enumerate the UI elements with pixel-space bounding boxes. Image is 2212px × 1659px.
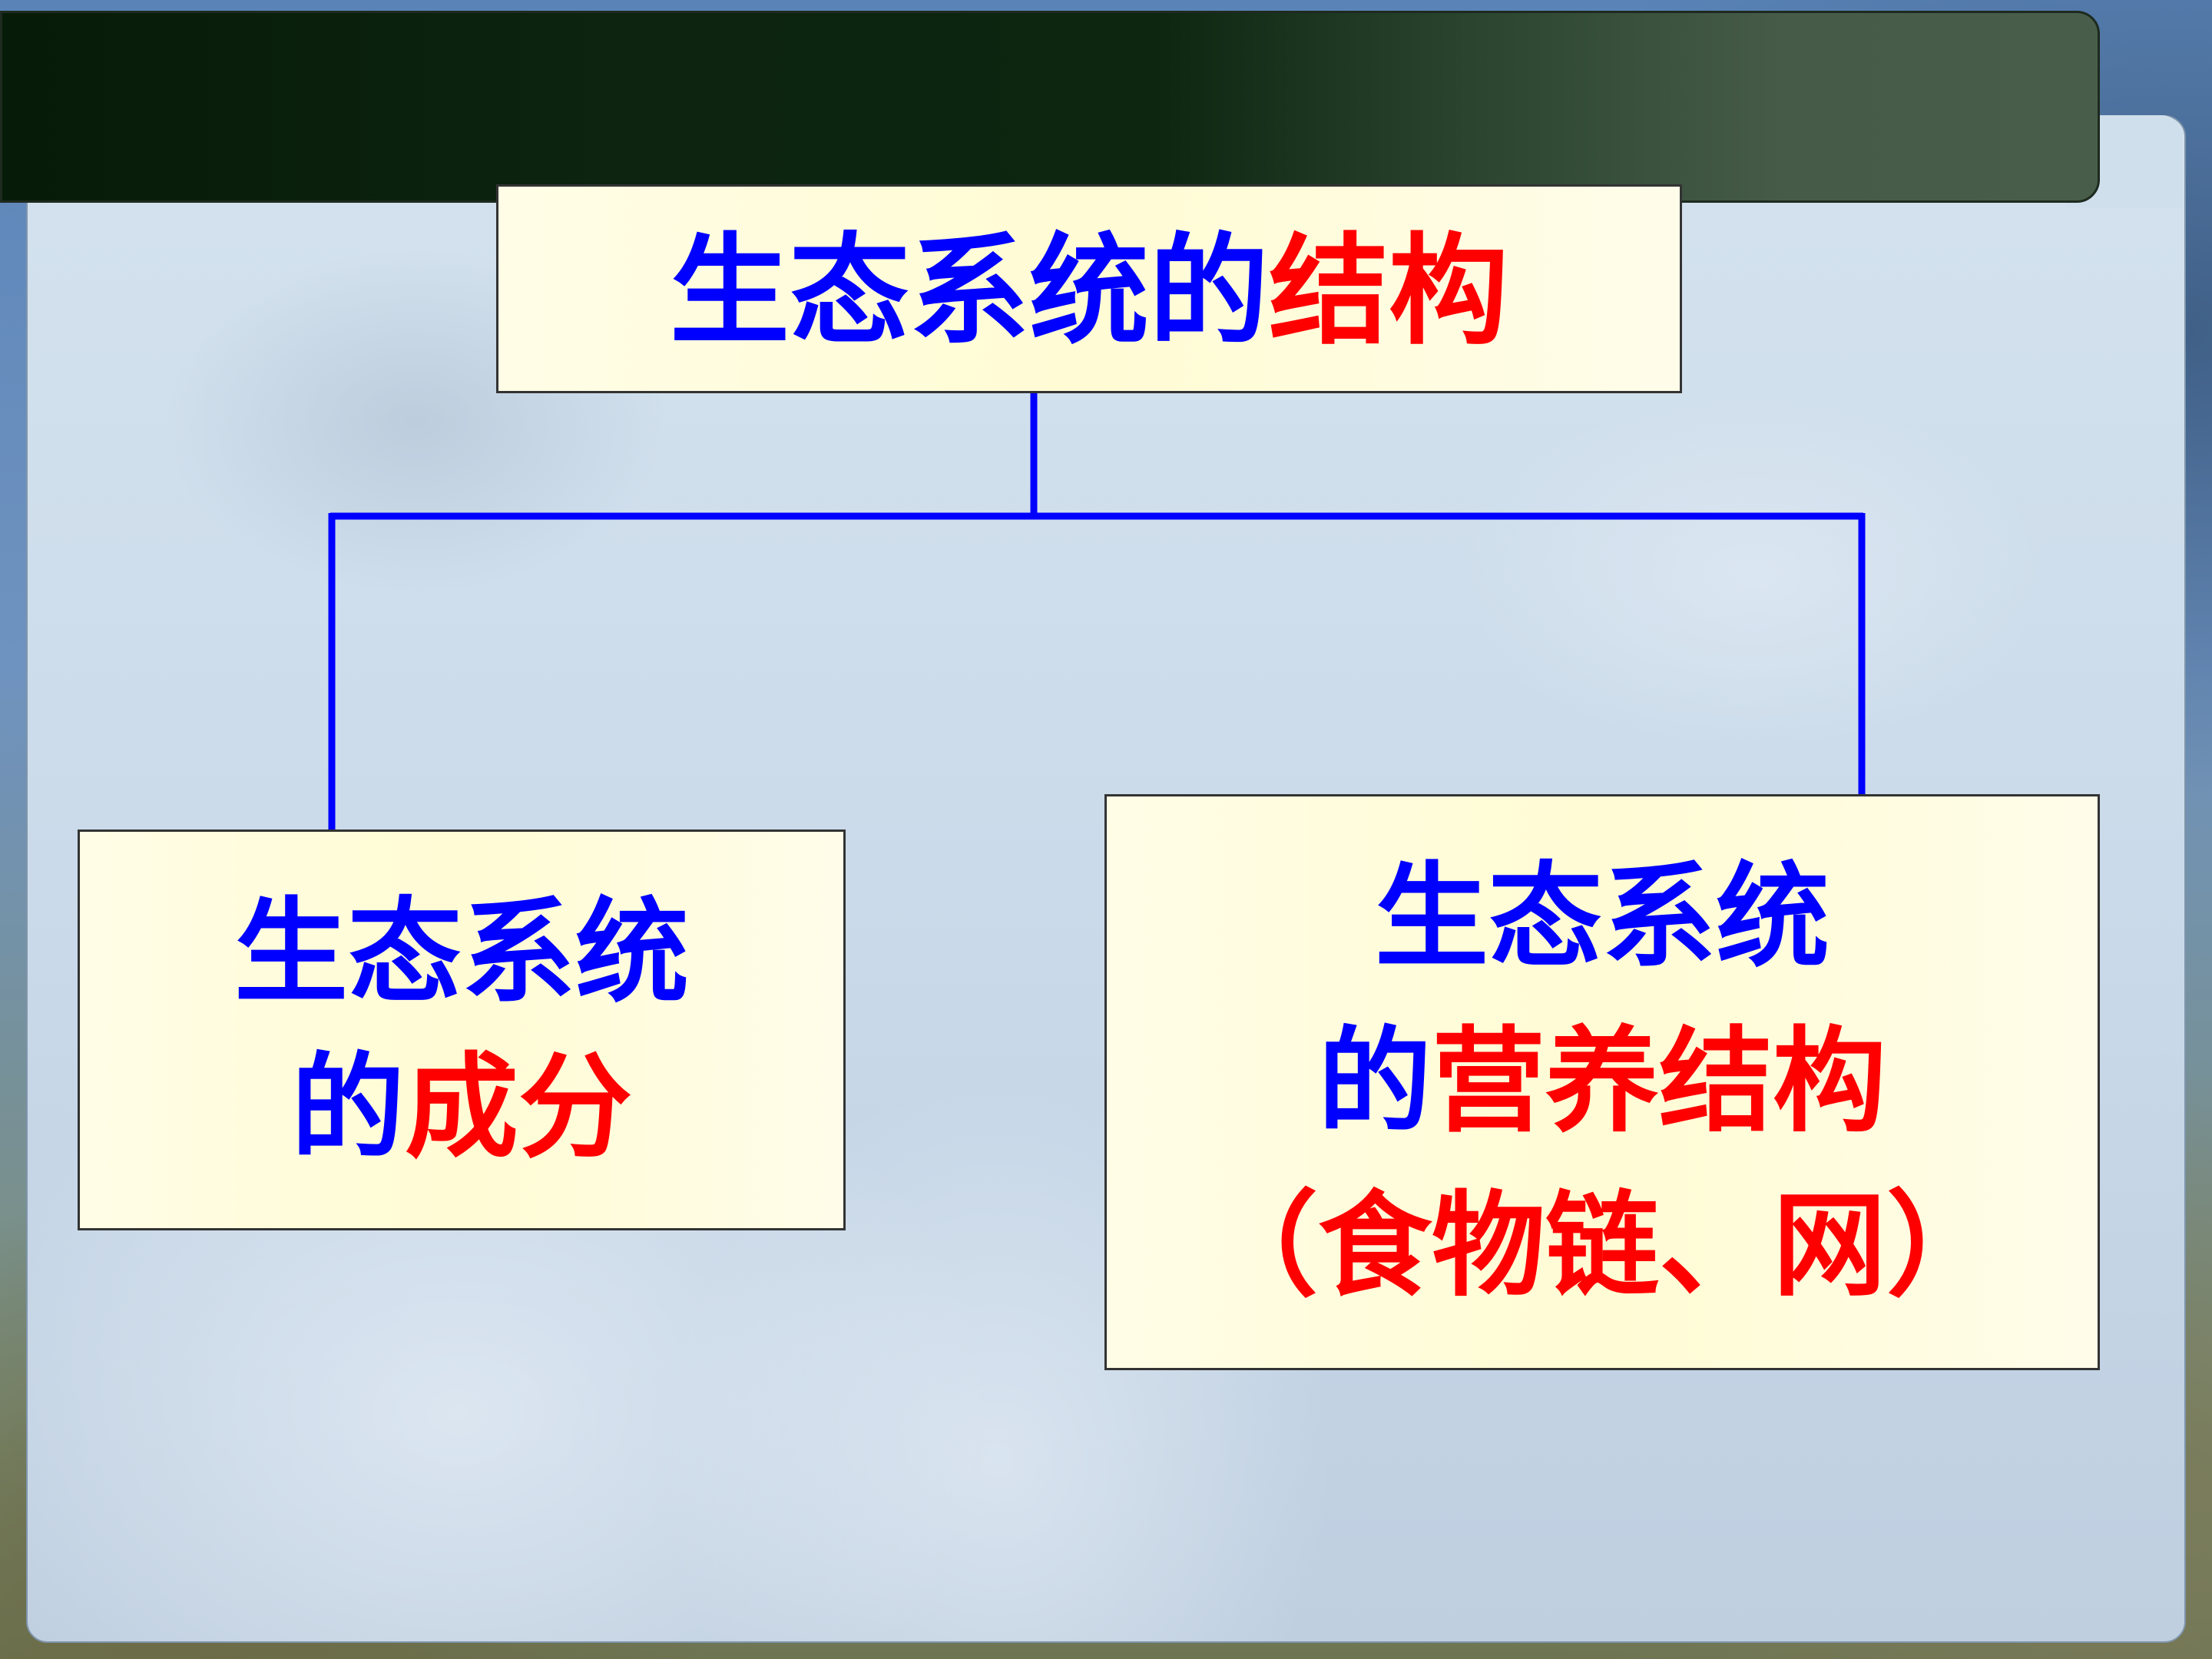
left-line2-blue: 的 — [291, 1041, 405, 1174]
left-line1: 生态系统 — [80, 875, 843, 1030]
right-line2-red: 营养结构 — [1432, 1015, 1886, 1147]
right-line1: 生态系统 — [1107, 835, 2098, 999]
root-label-red: 结构 — [1269, 221, 1508, 361]
root-node: 生态系统的结构 — [496, 184, 1682, 393]
root-label-blue: 生态系统的 — [670, 221, 1269, 361]
right-node: 生态系统 的营养结构 （食物链、网） — [1104, 794, 2100, 1370]
right-line3: （食物链、网） — [1107, 1164, 2098, 1328]
left-line2-red: 成分 — [405, 1041, 632, 1174]
title-bar — [0, 11, 2100, 203]
left-node: 生态系统 的成分 — [78, 830, 846, 1230]
right-line2-blue: 的 — [1318, 1015, 1432, 1147]
